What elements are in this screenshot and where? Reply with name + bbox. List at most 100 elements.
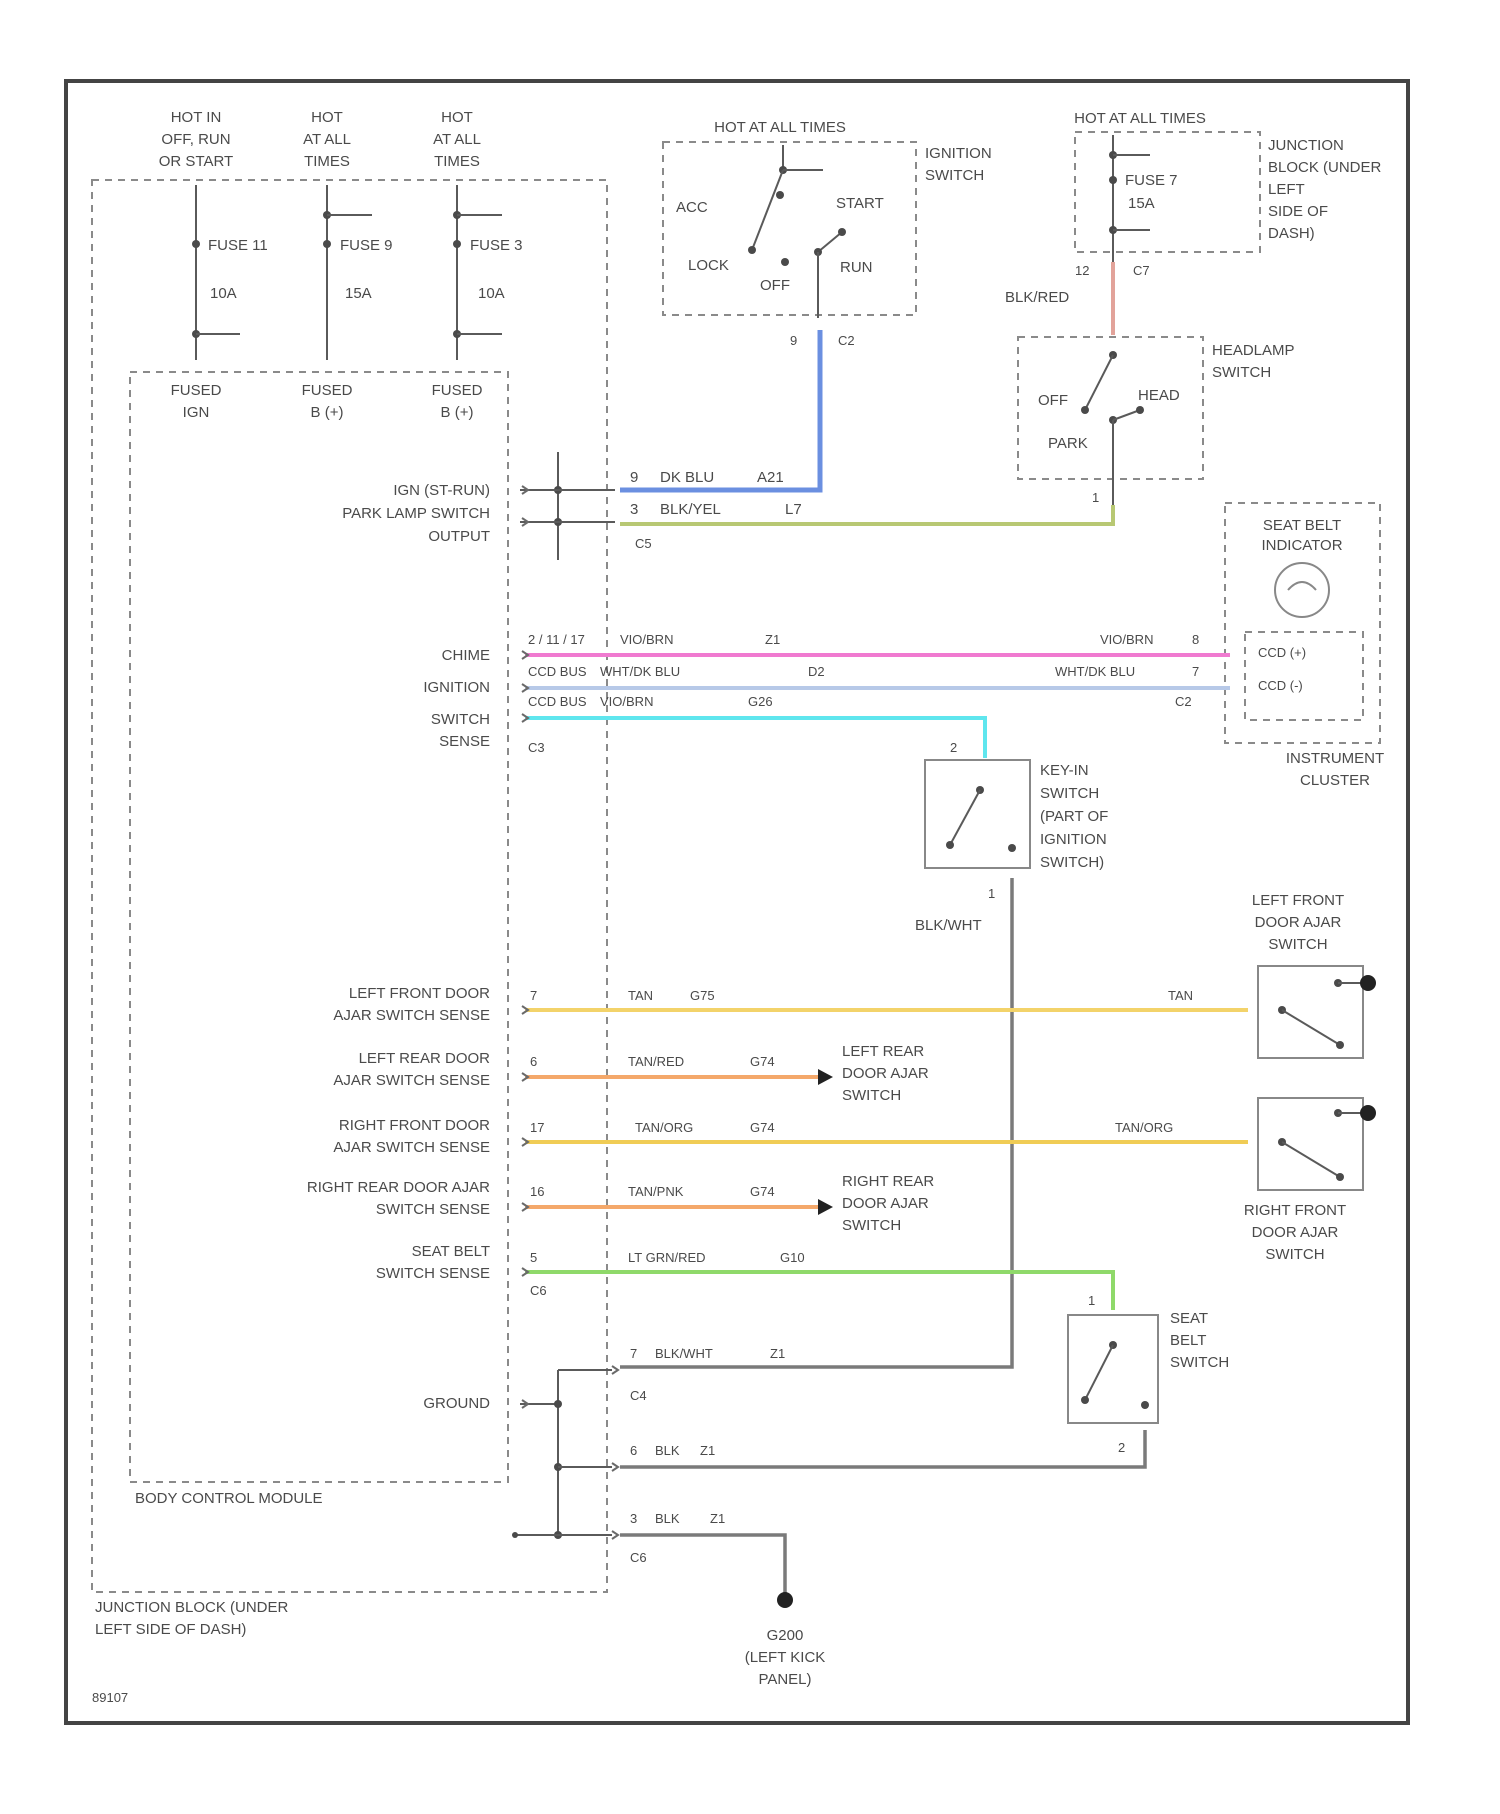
junction-fuse-7: HOT AT ALL TIMES FUSE 7 15A JUNCTION BLO… xyxy=(1074,110,1381,278)
bcm-name: BODY CONTROL MODULE xyxy=(135,1490,323,1507)
component-name: RIGHT REAR xyxy=(842,1173,934,1190)
instrument-cluster: SEAT BELT INDICATOR CCD (+) CCD (-) INST… xyxy=(1225,503,1384,789)
wire-color: DK BLU xyxy=(660,469,714,486)
fuse-source-label: AT ALL xyxy=(433,131,481,148)
component-name: RIGHT FRONT xyxy=(1244,1202,1346,1219)
wire-pin: CCD BUS xyxy=(528,694,587,709)
wire-pin: 3 xyxy=(630,1511,637,1526)
diagram-frame xyxy=(66,81,1408,1723)
wire-color: TAN xyxy=(1168,988,1193,1003)
bcm-input-label: LEFT REAR DOOR xyxy=(359,1050,491,1067)
wire-circuit: G74 xyxy=(750,1184,775,1199)
bcm-input-label: RIGHT FRONT DOOR xyxy=(339,1117,490,1134)
wire-circuit: G26 xyxy=(748,694,773,709)
wire-pin: 9 xyxy=(630,469,638,486)
wire-blk-seat-belt xyxy=(620,1430,1145,1467)
component-name: SWITCH xyxy=(842,1087,901,1104)
connector-id: C4 xyxy=(630,1388,647,1403)
switch-position: PARK xyxy=(1048,435,1088,452)
wire-color: LT GRN/RED xyxy=(628,1250,706,1265)
bcm-input-label: IGNITION xyxy=(423,679,490,696)
bcm-input-label: RIGHT REAR DOOR AJAR xyxy=(307,1179,490,1196)
connector-id: C2 xyxy=(838,333,855,348)
component-name: HEADLAMP xyxy=(1212,342,1295,359)
bus-label: B (+) xyxy=(441,404,474,421)
seat-belt-switch: 1 SEAT BELT SWITCH 2 xyxy=(1068,1293,1229,1455)
fuse-rating: 15A xyxy=(1128,195,1155,212)
figure-id: 89107 xyxy=(92,1690,128,1705)
component-name: LEFT REAR xyxy=(842,1043,924,1060)
component-name: LEFT FRONT xyxy=(1252,892,1344,909)
fuse-column-1: HOT IN OFF, RUN OR START FUSE 11 10A FUS… xyxy=(159,109,268,421)
component-name: IGNITION xyxy=(925,145,992,162)
wire-color: VIO/BRN xyxy=(600,694,653,709)
wire-circuit: Z1 xyxy=(765,632,780,647)
wire-pin: 5 xyxy=(530,1250,537,1265)
wire-pin: 2 / 11 / 17 xyxy=(528,632,585,647)
wire-switch-sense xyxy=(525,718,985,758)
component-name: DOOR AJAR xyxy=(1255,914,1342,931)
connector-id: C6 xyxy=(530,1283,547,1298)
connector-id: C2 xyxy=(1175,694,1192,709)
bcm-input-label: CHIME xyxy=(442,647,490,664)
pin-number: 1 xyxy=(1088,1293,1095,1308)
ground-point-label: PANEL) xyxy=(758,1671,811,1688)
ground-point-icon xyxy=(777,1592,793,1608)
wire-lt-grn-red xyxy=(525,1272,1113,1310)
component-name: SEAT xyxy=(1170,1310,1208,1327)
component-name: SWITCH xyxy=(842,1217,901,1234)
component-name: DOOR AJAR xyxy=(842,1065,929,1082)
fuse-source-label: HOT IN xyxy=(171,109,222,126)
component-name: DOOR AJAR xyxy=(1252,1224,1339,1241)
fuse-name: FUSE 7 xyxy=(1125,172,1178,189)
fuse-rating: 10A xyxy=(210,285,237,302)
pin-number: 1 xyxy=(1092,490,1099,505)
component-name: JUNCTION xyxy=(1268,137,1344,154)
pin-number: 2 xyxy=(950,740,957,755)
bcm-input-label: SENSE xyxy=(439,733,490,750)
wire-pin: 8 xyxy=(1192,632,1199,647)
wire-color: VIO/BRN xyxy=(1100,632,1153,647)
wire-color: TAN/ORG xyxy=(1115,1120,1173,1135)
wire-color: BLK/WHT xyxy=(655,1346,713,1361)
left-front-door-switch: LEFT FRONT DOOR AJAR SWITCH xyxy=(1252,892,1376,1058)
wire-color: WHT/DK BLU xyxy=(1055,664,1135,679)
component-name: INSTRUMENT xyxy=(1286,750,1384,767)
component-name: LEFT xyxy=(1268,181,1305,198)
bus-label: FUSED xyxy=(432,382,483,399)
wire-circuit: A21 xyxy=(757,469,784,486)
switch-position: ACC xyxy=(676,199,708,216)
component-name: SWITCH xyxy=(1268,936,1327,953)
bcm-input-label: OUTPUT xyxy=(428,528,490,545)
ground-point-label: G200 xyxy=(767,1627,804,1644)
junction-block-name: JUNCTION BLOCK (UNDER xyxy=(95,1599,289,1616)
fuse-source-label: TIMES xyxy=(304,153,350,170)
wire-circuit: D2 xyxy=(808,664,825,679)
component-name: INDICATOR xyxy=(1261,537,1342,554)
component-name: SWITCH xyxy=(925,167,984,184)
wire-color: BLK xyxy=(655,1443,680,1458)
wire-pin: 16 xyxy=(530,1184,544,1199)
bcm-input-label: SWITCH SENSE xyxy=(376,1265,490,1282)
pin-number: 9 xyxy=(790,333,797,348)
fuse-name: FUSE 3 xyxy=(470,237,523,254)
wire-label: BLK/RED xyxy=(1005,289,1069,306)
bus-label: FUSED xyxy=(302,382,353,399)
bcm-input-label: AJAR SWITCH SENSE xyxy=(333,1139,490,1156)
switch-position: LOCK xyxy=(688,257,729,274)
wire-circuit: G10 xyxy=(780,1250,805,1265)
bcm-input-label: GROUND xyxy=(423,1395,490,1412)
wire-circuit: G75 xyxy=(690,988,715,1003)
bcm-input-label: PARK LAMP SWITCH xyxy=(342,505,490,522)
component-name: KEY-IN xyxy=(1040,762,1089,779)
wire-pin: 7 xyxy=(1192,664,1199,679)
headlamp-switch: HEADLAMP SWITCH OFF HEAD PARK 1 xyxy=(1018,337,1295,505)
wire-pin: 6 xyxy=(530,1054,537,1069)
indicator-text: CCD (+) xyxy=(1258,645,1306,660)
fuse-name: FUSE 11 xyxy=(208,237,268,254)
bus-label: IGN xyxy=(183,404,210,421)
fuse-source-label: HOT xyxy=(311,109,343,126)
wire-color: BLK/YEL xyxy=(660,501,721,518)
switch-position: HEAD xyxy=(1138,387,1180,404)
component-name: (PART OF xyxy=(1040,808,1108,825)
